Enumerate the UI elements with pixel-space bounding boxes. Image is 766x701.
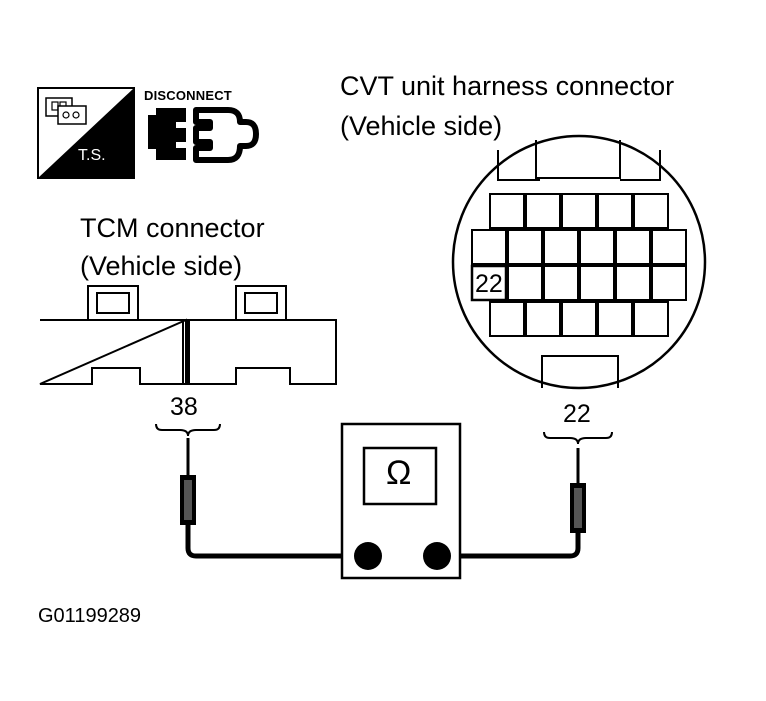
cvt-terminal-number: 22 [563, 400, 591, 428]
cvt-connector-title: CVT unit harness connector [340, 71, 675, 101]
meter-terminal-left [354, 542, 382, 570]
tcm-terminal-number: 38 [170, 393, 198, 421]
tcm-terminal-bracket [155, 423, 221, 437]
cvt-terminal-bracket [543, 431, 613, 445]
tcm-connector-subtitle: (Vehicle side) [80, 251, 243, 281]
tcm-connector-title: TCM connector [80, 213, 265, 243]
cvt-face-terminal-number: 22 [475, 270, 503, 298]
figure-id: G01199289 [38, 605, 142, 627]
disconnect-icon [148, 107, 259, 163]
disconnect-label: DISCONNECT [144, 88, 232, 103]
cvt-connector-face [451, 134, 707, 390]
cvt-connector-subtitle: (Vehicle side) [340, 111, 503, 141]
left-probe [180, 438, 356, 559]
ohm-symbol: Ω [386, 454, 412, 492]
meter-terminal-right [423, 542, 451, 570]
right-probe [440, 448, 586, 559]
ts-label: T.S. [78, 147, 106, 164]
ohmmeter [340, 422, 462, 580]
ts-icon [37, 87, 135, 179]
tcm-connector [39, 285, 337, 385]
